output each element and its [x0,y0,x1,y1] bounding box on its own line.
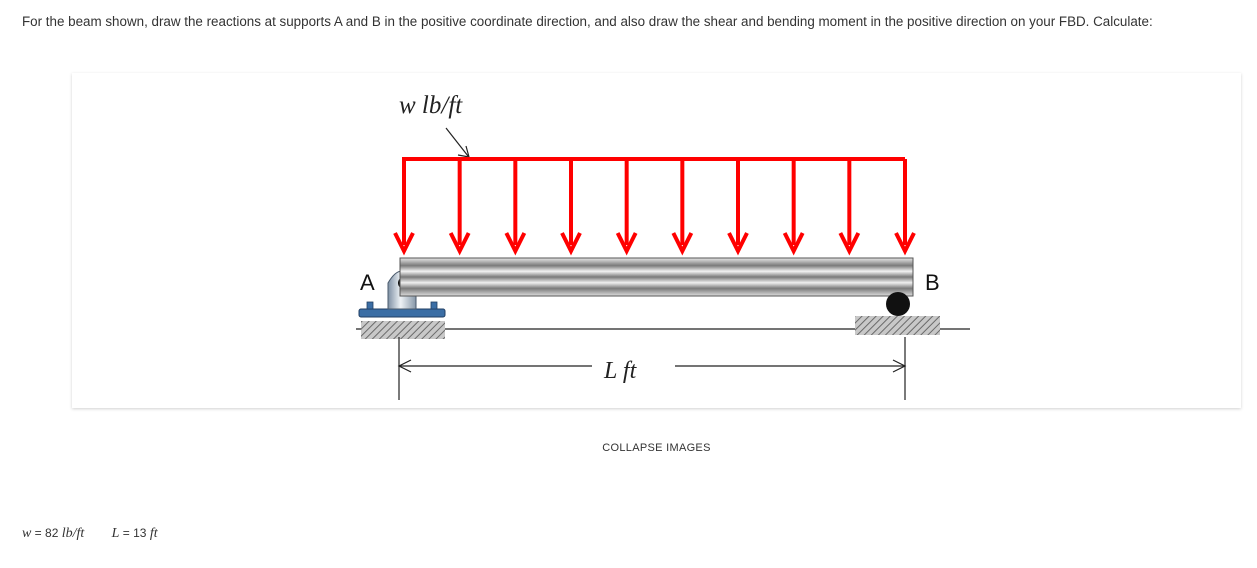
load-arrow [782,159,805,256]
load-arrow [615,159,638,256]
span-dimension [397,337,907,400]
load-arrow [671,159,694,256]
load-arrow [894,159,916,256]
given-parameters: w = 82 lb/ft L = 13 ft [22,526,182,542]
support-b-label: B [925,270,940,295]
load-arrow [448,159,471,256]
load-arrow [504,159,527,256]
support-a-label: A [360,270,375,295]
load-arrow [393,159,415,256]
beam [399,257,914,297]
load-arrow [727,159,749,256]
param-L: L = 13 ft [111,526,158,541]
distributed-load [393,157,916,256]
beam-diagram: w lb/ft A B [356,92,970,400]
collapse-images-button[interactable]: COLLAPSE IMAGES [602,442,711,454]
load-leader-arrow [445,127,470,158]
param-w: w = 82 lb/ft [22,526,85,541]
load-arrow [838,159,861,256]
question-prompt: For the beam shown, draw the reactions a… [22,14,1153,29]
roller-support-b [855,292,940,335]
load-label: w lb/ft [399,92,463,119]
beam-figure: w lb/ft A B [72,73,1241,408]
span-label: L ft [603,358,638,384]
load-arrow [560,159,582,256]
